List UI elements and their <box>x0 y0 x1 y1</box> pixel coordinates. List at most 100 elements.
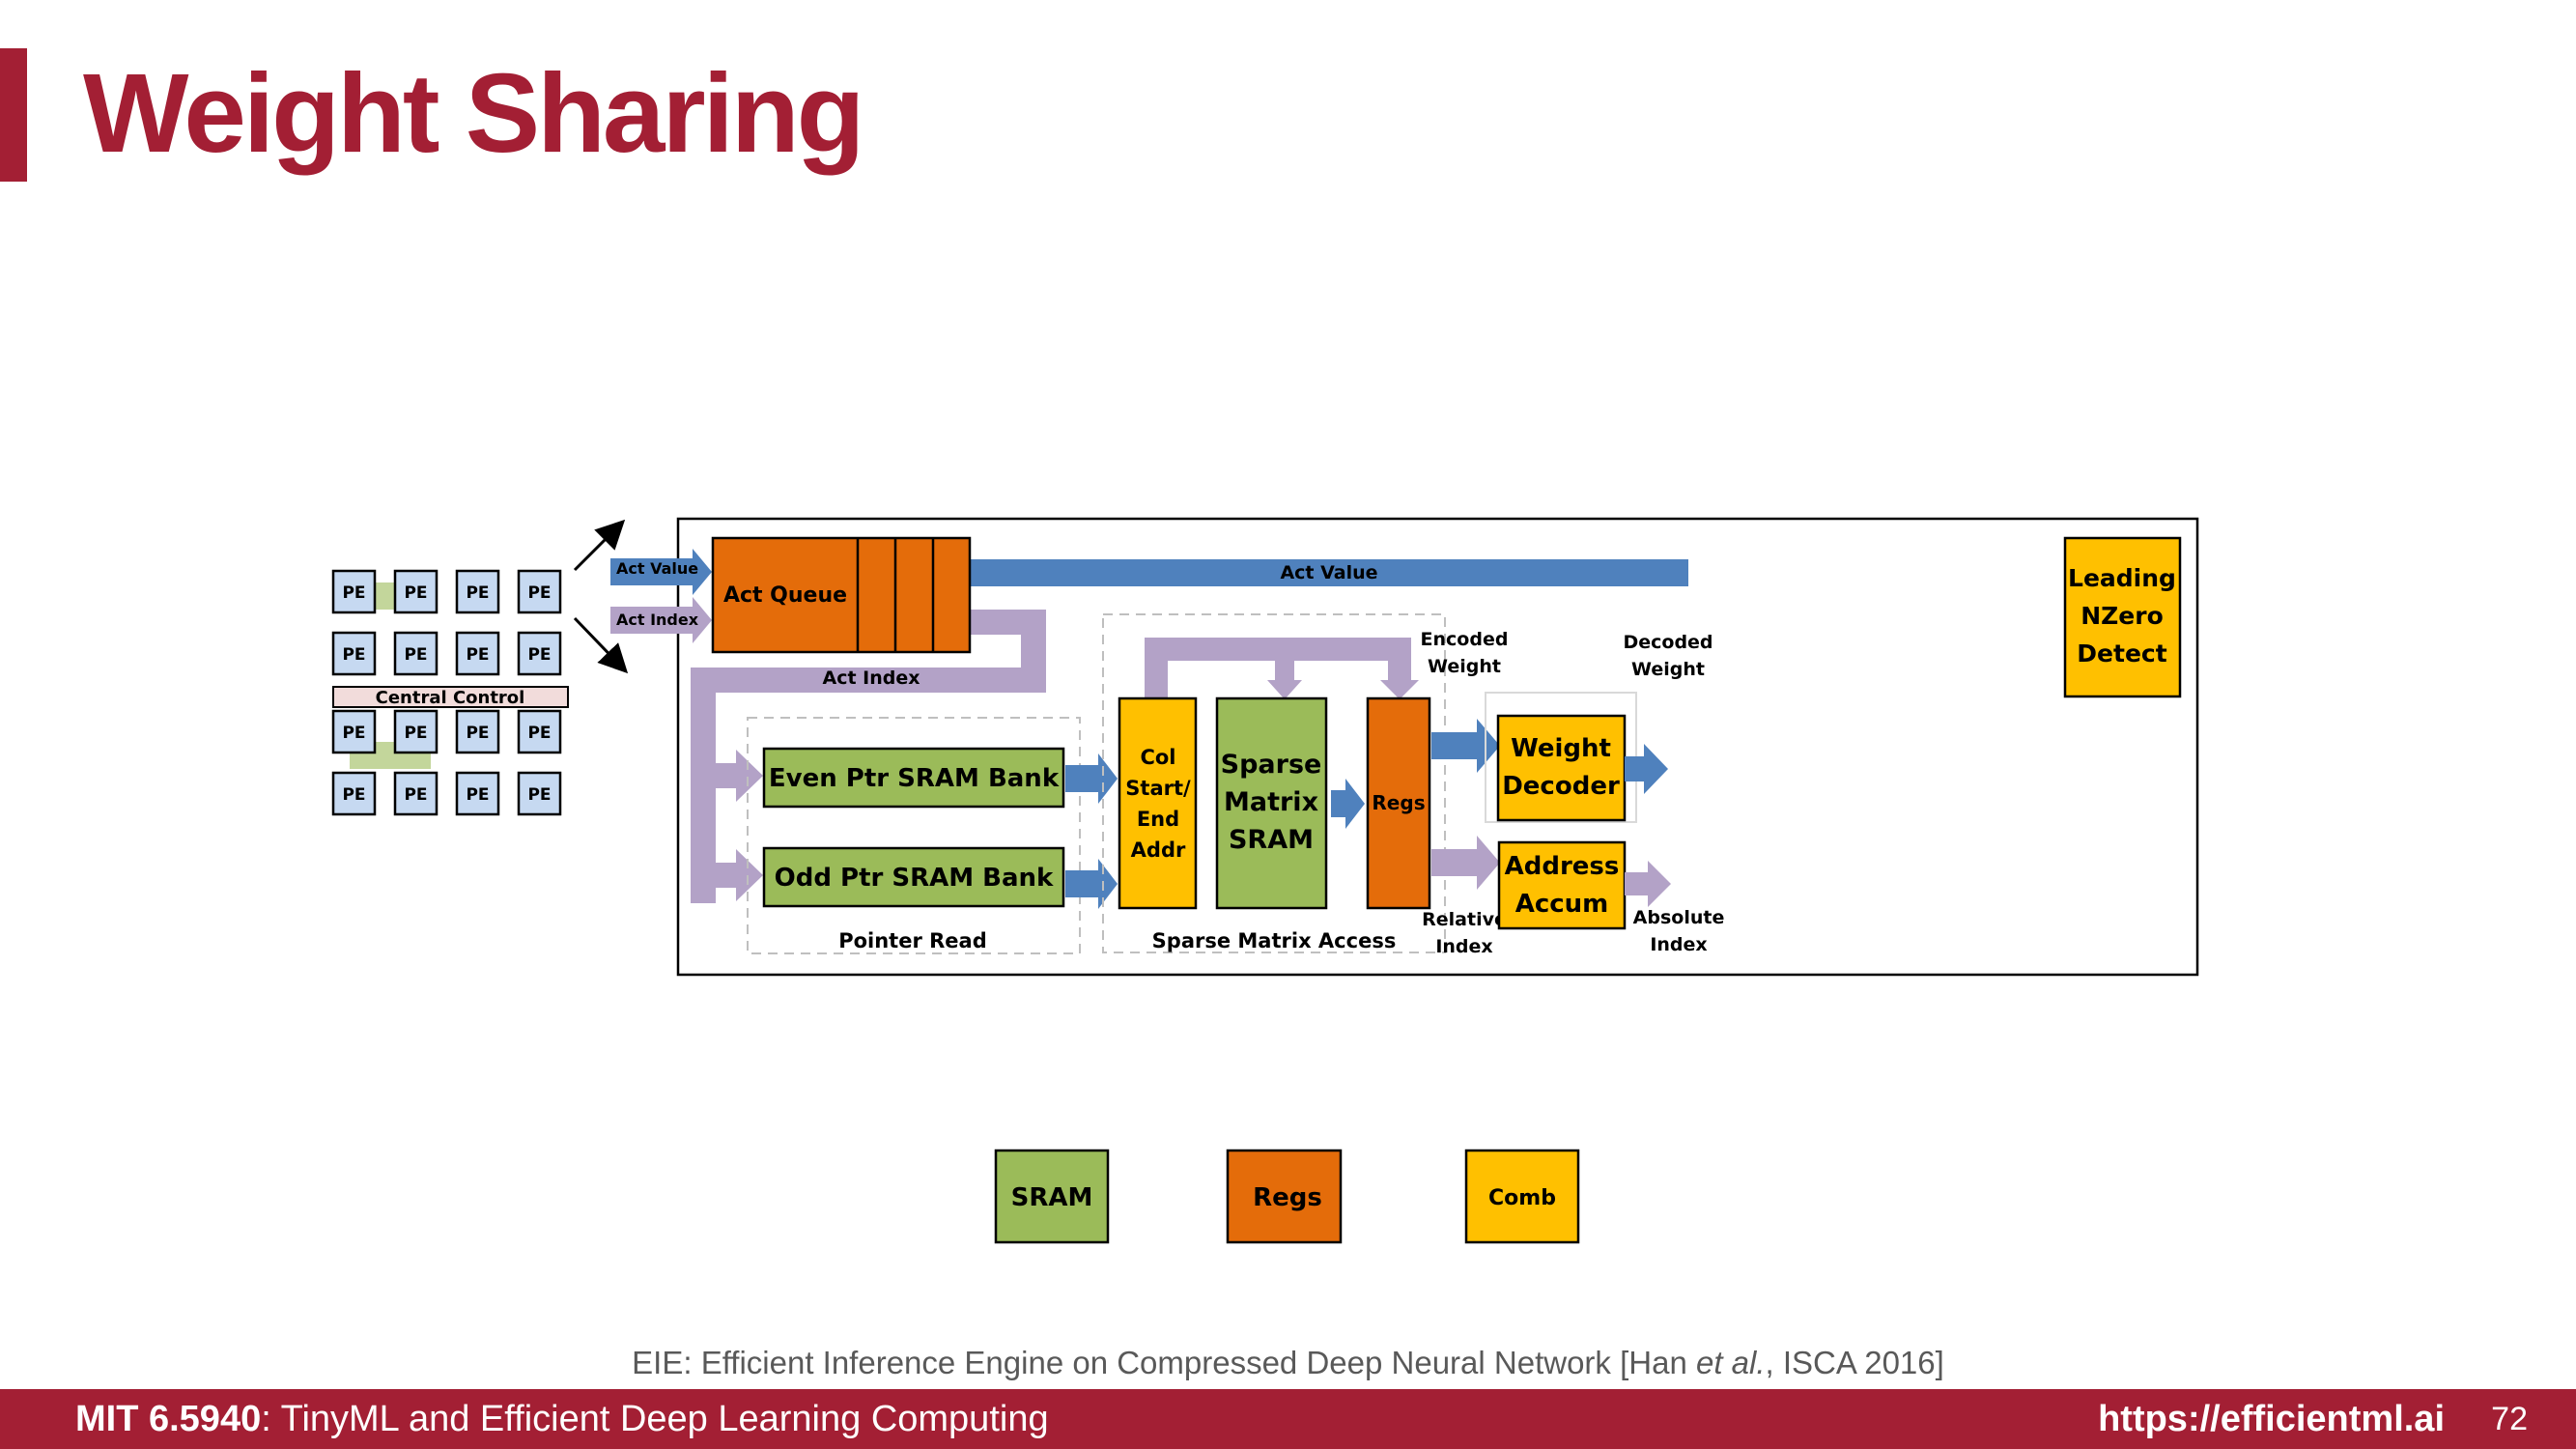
legend-regs-swatch <box>1226 1149 1343 1244</box>
title-accent-bar <box>0 48 27 182</box>
act-index-path <box>691 610 1046 903</box>
footer-url[interactable]: https://efficientml.ai <box>2098 1399 2445 1439</box>
footer-course-title: : TinyML and Efficient Deep Learning Com… <box>261 1399 1049 1439</box>
pe-label: PE <box>342 583 365 603</box>
pe-label: PE <box>466 785 489 805</box>
decoded-weight-text-line: Decoded <box>1623 632 1713 653</box>
act-value-bus <box>969 559 1688 586</box>
act-queue-label: Act Queue <box>723 583 847 608</box>
absolute-index-output-arrow <box>1625 861 1671 907</box>
pointer-read-region <box>747 717 1081 954</box>
pe-label: PE <box>527 583 551 603</box>
pe-label: PE <box>404 724 427 743</box>
legend-sram-swatch <box>994 1149 1110 1244</box>
odd-ptr-sram-bank <box>762 846 1065 908</box>
weight-decoder-text-line: Weight <box>1511 734 1611 763</box>
pe-cell <box>393 771 439 816</box>
col-addr-text-line: Start/ <box>1125 777 1191 800</box>
pe-cell <box>455 709 500 754</box>
col-addr-text-line: Col <box>1140 746 1175 769</box>
pe-cell <box>331 771 377 816</box>
sparse-sram-text-line: SRAM <box>1229 825 1314 855</box>
encoded-weight-feedback-path <box>1145 638 1419 701</box>
footer-course-code: MIT 6.5940 <box>75 1399 262 1439</box>
encoded-weight-text-line: Weight <box>1428 656 1501 677</box>
decoded-weight-text-line: Weight <box>1631 659 1705 680</box>
weight-decoder <box>1496 714 1627 822</box>
slide-title: Weight Sharing <box>83 50 865 176</box>
pe-cell <box>517 631 562 676</box>
caption-text: EIE: Efficient Inference Engine on Compr… <box>632 1345 1696 1380</box>
pe-cell <box>393 569 439 614</box>
zoom-line-bottom <box>573 616 629 674</box>
central-control-box <box>332 686 569 708</box>
pointer-read-label: Pointer Read <box>838 929 987 952</box>
act-index-input-arrow <box>610 597 712 643</box>
pe-label: PE <box>527 645 551 665</box>
regs-to-accum-arrow <box>1431 836 1500 890</box>
col-start-end-addr <box>1118 696 1198 910</box>
legend: SRAM Regs Comb <box>994 1149 1580 1244</box>
even-ptr-label: Even Ptr SRAM Bank <box>769 764 1060 793</box>
pe-label: PE <box>342 785 365 805</box>
even-to-col-arrow <box>1065 753 1118 804</box>
footer-course: MIT 6.5940: TinyML and Efficient Deep Le… <box>75 1399 1049 1440</box>
legend-sram-label: SRAM <box>1011 1183 1093 1212</box>
pipeline-regs <box>1366 696 1431 910</box>
footer-bar: MIT 6.5940: TinyML and Efficient Deep Le… <box>0 1389 2576 1449</box>
caption-venue: , ISCA 2016] <box>1765 1345 1944 1380</box>
caption-et-al: et al. <box>1695 1345 1766 1380</box>
weight-decoder-text-line: Decoder <box>1502 772 1620 801</box>
pe-label: PE <box>466 583 489 603</box>
act-value-input-label: Act Value <box>616 559 698 578</box>
pe-cell <box>455 771 500 816</box>
col-addr-text-line: End <box>1137 808 1179 831</box>
pe-cell <box>331 631 377 676</box>
odd-to-col-arrow <box>1065 859 1118 909</box>
even-ptr-sram-bank <box>762 747 1065 809</box>
address-accum <box>1497 840 1627 930</box>
pe-label: PE <box>466 724 489 743</box>
zoom-line-top <box>573 519 626 572</box>
pe-cell <box>517 771 562 816</box>
pe-label: PE <box>527 785 551 805</box>
pe-cell <box>455 569 500 614</box>
pe-cell <box>517 709 562 754</box>
legend-comb-label: Comb <box>1488 1186 1556 1210</box>
relative-index-text-line: Relative <box>1422 909 1507 930</box>
regs-to-decoder-arrow <box>1431 719 1500 773</box>
sram-to-regs-arrow <box>1331 779 1365 829</box>
pe-cell <box>455 631 500 676</box>
sparse-matrix-access-region <box>1102 613 1446 953</box>
odd-ptr-label: Odd Ptr SRAM Bank <box>775 864 1054 893</box>
act-value-bus-label: Act Value <box>1280 562 1377 583</box>
pe-label: PE <box>404 785 427 805</box>
act-index-input-label: Act Index <box>616 611 699 629</box>
pe-cell <box>517 569 562 614</box>
sparse-matrix-sram <box>1215 696 1328 910</box>
pe-label: PE <box>404 583 427 603</box>
leading-nzero-text-line: Detect <box>2077 639 2166 668</box>
pe-cell <box>393 709 439 754</box>
leading-nzero-detect <box>2063 536 2182 698</box>
page-number: 72 <box>2491 1401 2528 1437</box>
col-addr-text-line: Addr <box>1131 838 1186 862</box>
legend-comb-swatch <box>1464 1149 1580 1244</box>
pe-label: PE <box>342 724 365 743</box>
central-control-label: Central Control <box>376 688 525 708</box>
sparse-sram-text-line: Sparse <box>1221 750 1322 780</box>
address-accum-text-line: Address <box>1505 852 1620 881</box>
absolute-index-text-line: Index <box>1650 934 1707 955</box>
pe-cell <box>331 709 377 754</box>
encoded-weight-text-line: Encoded <box>1421 629 1509 650</box>
act-queue <box>711 536 972 654</box>
